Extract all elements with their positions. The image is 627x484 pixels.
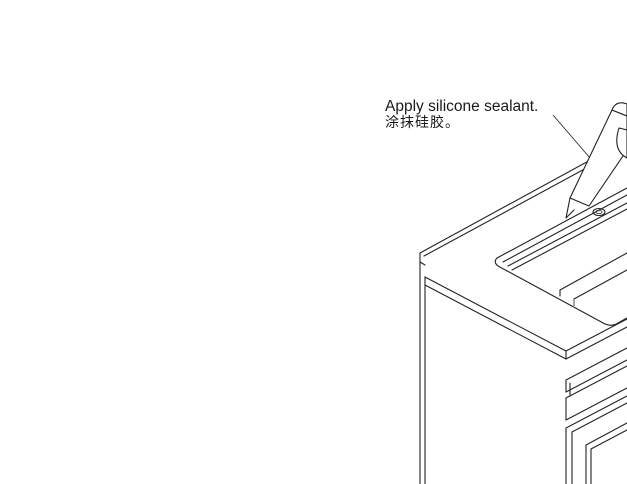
callout-leader-line	[552, 114, 591, 159]
countertop	[419, 139, 627, 484]
callout-text-en: Apply silicone sealant.	[385, 98, 539, 115]
callout-text-zh: 涂抹硅胶。	[385, 115, 460, 131]
silicone-nozzle	[565, 102, 627, 219]
sealant-callout: Apply silicone sealant. 涂抹硅胶。	[385, 98, 538, 132]
cabinet-body	[565, 347, 627, 484]
sink-basin	[494, 187, 627, 326]
